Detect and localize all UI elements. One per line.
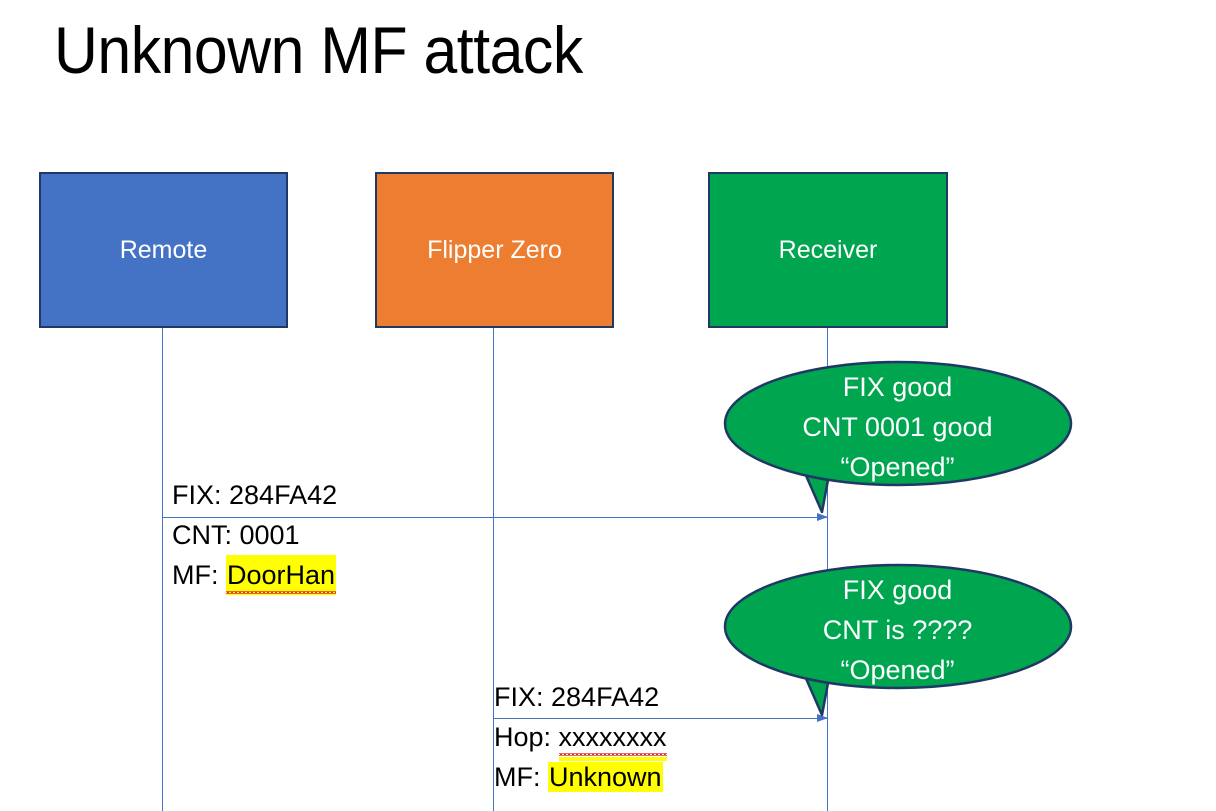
callout-bubble-1[interactable]: FIX good CNT 0001 good “Opened” bbox=[723, 360, 1073, 514]
actor-label-remote: Remote bbox=[119, 236, 208, 264]
message-value-misspelled: xxxxxxxx bbox=[558, 717, 667, 761]
message-line-fix: FIX: 284FA42 bbox=[172, 475, 337, 515]
message-line-mf: MF: Unknown bbox=[494, 757, 667, 797]
message-label-1: FIX: 284FA42 CNT: 0001 MF: DoorHan bbox=[172, 475, 337, 595]
actor-box-receiver[interactable]: Receiver bbox=[708, 172, 948, 328]
message-value-highlighted: DoorHan bbox=[226, 555, 337, 595]
actor-label-flipper: Flipper Zero bbox=[427, 236, 562, 264]
message-value: 284FA42 bbox=[551, 682, 660, 712]
message-prefix: MF: bbox=[172, 560, 226, 590]
actor-box-remote[interactable]: Remote bbox=[39, 172, 288, 328]
lifeline-flipper bbox=[493, 328, 494, 811]
callout-shape-1 bbox=[723, 360, 1073, 514]
message-arrow-remote-to-receiver bbox=[163, 513, 828, 521]
message-value: 0001 bbox=[239, 520, 300, 550]
message-prefix: MF: bbox=[494, 762, 548, 792]
page-title: Unknown MF attack bbox=[54, 13, 583, 87]
actor-box-flipper[interactable]: Flipper Zero bbox=[375, 172, 614, 328]
message-arrow-flipper-to-receiver bbox=[494, 714, 828, 722]
message-prefix: FIX: bbox=[494, 682, 552, 712]
callout-bubble-2[interactable]: FIX good CNT is ???? “Opened” bbox=[723, 563, 1073, 717]
actor-label-receiver: Receiver bbox=[778, 236, 878, 264]
message-prefix: Hop: bbox=[494, 722, 559, 752]
message-label-2: FIX: 284FA42 Hop: xxxxxxxx MF: Unknown bbox=[494, 677, 667, 797]
message-line-hop: Hop: xxxxxxxx bbox=[494, 717, 667, 761]
message-line-fix: FIX: 284FA42 bbox=[494, 677, 667, 717]
message-line-cnt: CNT: 0001 bbox=[172, 515, 337, 555]
message-prefix: CNT: bbox=[172, 520, 240, 550]
message-value: 284FA42 bbox=[229, 480, 338, 510]
message-value-highlighted: Unknown bbox=[548, 762, 663, 792]
message-prefix: FIX: bbox=[172, 480, 230, 510]
lifeline-remote bbox=[162, 328, 163, 811]
message-line-mf: MF: DoorHan bbox=[172, 555, 337, 595]
callout-shape-2 bbox=[723, 563, 1073, 717]
